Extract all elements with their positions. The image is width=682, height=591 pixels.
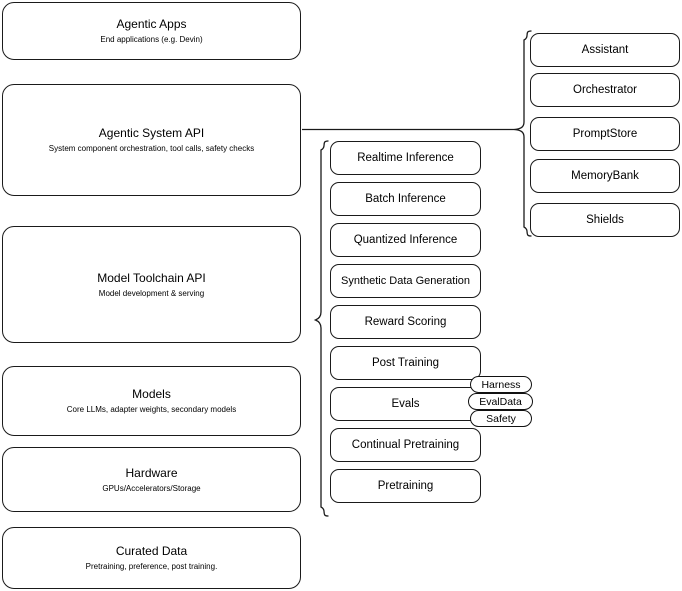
layer-title: Curated Data	[115, 544, 188, 558]
layer-subtitle: Core LLMs, adapter weights, secondary mo…	[66, 405, 237, 414]
layer-model-toolchain-api[interactable]: Model Toolchain API Model development & …	[2, 226, 301, 343]
layer-title: Model Toolchain API	[97, 270, 206, 285]
system-brace	[513, 30, 532, 237]
evals-badge-safety[interactable]: Safety	[470, 410, 532, 427]
layer-subtitle: Pretraining, preference, post training.	[85, 562, 218, 571]
evals-badge-evaldata[interactable]: EvalData	[468, 393, 533, 410]
system-item-promptstore[interactable]: PromptStore	[530, 117, 680, 151]
layer-subtitle: Model development & serving	[98, 288, 205, 298]
evals-badge-harness[interactable]: Harness	[470, 376, 532, 393]
toolchain-item-evals[interactable]: Evals	[330, 387, 481, 421]
layer-agentic-system-api[interactable]: Agentic System API System component orch…	[2, 84, 301, 196]
layer-title: Models	[132, 387, 171, 401]
system-item-orchestrator[interactable]: Orchestrator	[530, 73, 680, 107]
toolchain-item-synthetic-data-generation[interactable]: Synthetic Data Generation	[330, 264, 481, 298]
layer-curated-data[interactable]: Curated Data Pretraining, preference, po…	[2, 527, 301, 589]
system-item-shields[interactable]: Shields	[530, 203, 680, 237]
layer-title: Agentic System API	[98, 126, 205, 140]
layer-subtitle: End applications (e.g. Devin)	[100, 35, 203, 44]
layer-hardware[interactable]: Hardware GPUs/Accelerators/Storage	[2, 447, 301, 512]
toolchain-item-post-training[interactable]: Post Training	[330, 346, 481, 380]
layer-title: Agentic Apps	[116, 17, 187, 31]
system-item-memorybank[interactable]: MemoryBank	[530, 159, 680, 193]
toolchain-brace	[313, 140, 329, 517]
toolchain-item-continual-pretraining[interactable]: Continual Pretraining	[330, 428, 481, 462]
toolchain-item-quantized-inference[interactable]: Quantized Inference	[330, 223, 481, 257]
layer-subtitle: GPUs/Accelerators/Storage	[102, 483, 201, 493]
toolchain-item-pretraining[interactable]: Pretraining	[330, 469, 481, 503]
layer-title: Hardware	[125, 465, 178, 480]
toolchain-item-batch-inference[interactable]: Batch Inference	[330, 182, 481, 216]
layer-subtitle: System component orchestration, tool cal…	[48, 144, 255, 153]
toolchain-item-reward-scoring[interactable]: Reward Scoring	[330, 305, 481, 339]
layer-agentic-apps[interactable]: Agentic Apps End applications (e.g. Devi…	[2, 2, 301, 60]
system-item-assistant[interactable]: Assistant	[530, 33, 680, 67]
toolchain-item-realtime-inference[interactable]: Realtime Inference	[330, 141, 481, 175]
layer-models[interactable]: Models Core LLMs, adapter weights, secon…	[2, 366, 301, 436]
